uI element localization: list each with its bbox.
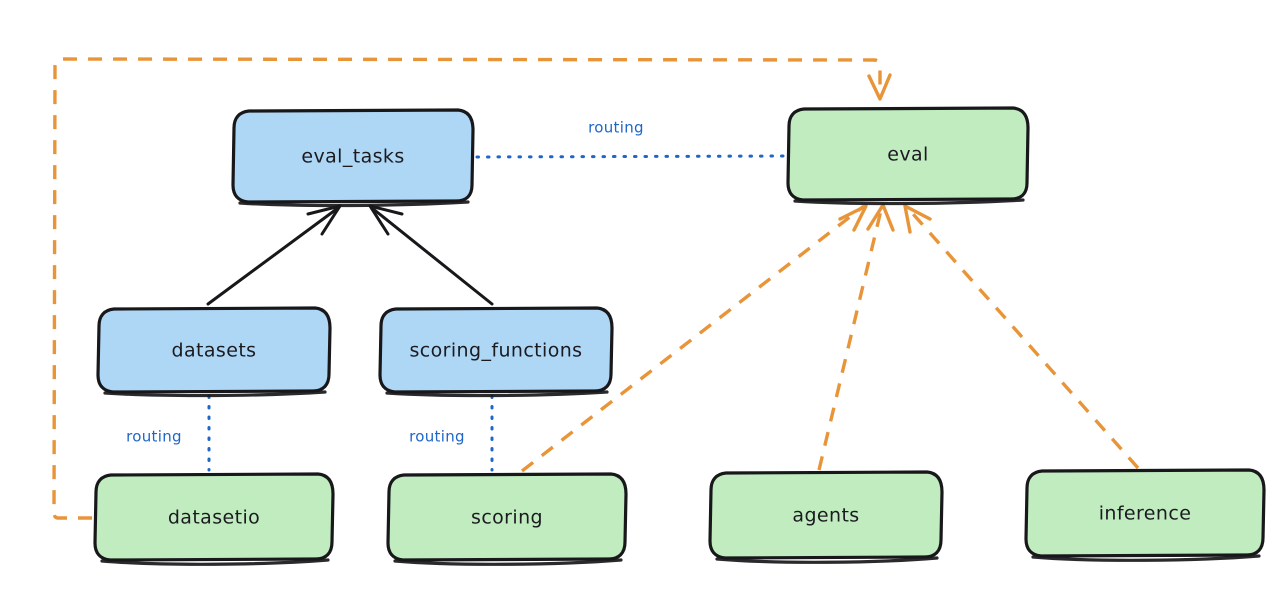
node-agents-label: agents — [792, 505, 859, 527]
node-inference-label: inference — [1099, 503, 1192, 525]
node-inference-underline — [1031, 554, 1261, 562]
edge-datasetio-to-eval — [52, 57, 892, 520]
node-scoring-shape — [386, 472, 628, 562]
edge-scoring-functions-to-eval-tasks — [368, 204, 494, 306]
node-scoring-functions-underline — [385, 390, 609, 398]
node-datasets-label: datasets — [172, 340, 257, 362]
edge-scoring-to-eval — [520, 204, 868, 473]
node-datasets[interactable]: datasets — [96, 306, 332, 398]
edge-agents-to-eval — [817, 203, 895, 471]
node-datasets-shape — [96, 306, 332, 394]
node-datasetio-label: datasetio — [168, 507, 260, 529]
routing-label-eval-tasks-eval: routing — [588, 119, 644, 137]
node-eval[interactable]: eval — [786, 106, 1030, 206]
node-scoring-functions-label: scoring_functions — [410, 340, 583, 362]
node-eval-tasks-label: eval_tasks — [301, 146, 404, 168]
node-scoring-underline — [393, 558, 623, 566]
node-agents-shape — [708, 470, 944, 560]
node-datasetio[interactable]: datasetio — [93, 472, 335, 566]
edge-inference-to-eval — [903, 204, 1140, 470]
node-datasets-underline — [103, 390, 327, 398]
node-eval-tasks[interactable]: eval_tasks — [231, 108, 475, 208]
node-eval-tasks-shape — [231, 108, 475, 204]
node-agents[interactable]: agents — [708, 470, 944, 564]
node-eval-label: eval — [887, 144, 928, 166]
node-eval-underline — [793, 198, 1025, 206]
edge-datasets-to-eval-tasks — [206, 204, 342, 306]
node-scoring-functions[interactable]: scoring_functions — [378, 306, 614, 398]
node-eval-shape — [786, 106, 1030, 202]
node-eval-tasks-underline — [238, 200, 470, 208]
node-datasetio-underline — [100, 558, 330, 566]
node-scoring-functions-shape — [378, 306, 614, 394]
node-datasetio-shape — [93, 472, 335, 562]
edge-eval-tasks-to-eval-routing: routing — [475, 119, 788, 159]
node-inference[interactable]: inference — [1024, 468, 1266, 562]
edge-datasets-to-datasetio-routing: routing — [126, 394, 211, 472]
routing-label-scoring-functions-scoring: routing — [409, 428, 465, 446]
routing-label-datasets-datasetio: routing — [126, 428, 182, 446]
node-inference-shape — [1024, 468, 1266, 558]
node-scoring[interactable]: scoring — [386, 472, 628, 566]
node-scoring-label: scoring — [471, 507, 543, 529]
edge-scoring-functions-to-scoring-routing: routing — [409, 394, 494, 472]
node-agents-underline — [715, 556, 939, 564]
